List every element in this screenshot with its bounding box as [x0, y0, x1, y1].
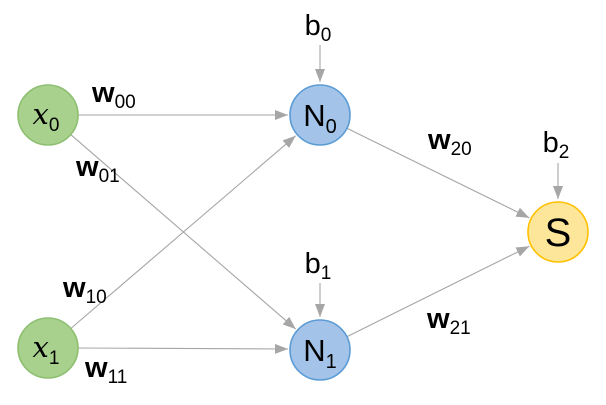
bias-label-b0: b0: [305, 10, 332, 46]
node-s: [527, 201, 589, 263]
label-n0-sub: 0: [326, 116, 337, 138]
bias-label-b1: b1: [305, 248, 332, 284]
weight-label-w01: w01: [75, 151, 120, 187]
weight-label-w01-sub: 01: [99, 166, 120, 187]
weight-label-w21: w21: [426, 303, 471, 339]
label-n1-sub: 1: [326, 351, 337, 373]
weight-label-w00-base: w: [91, 77, 115, 109]
node-x1: [17, 317, 79, 379]
label-x0: x0: [33, 97, 60, 136]
label-n0-base: N: [303, 98, 325, 133]
edge-n0-s: [346, 127, 530, 219]
weight-label-w00-sub: 00: [115, 92, 136, 113]
label-n0: N0: [303, 98, 337, 138]
weight-label-w10: w10: [62, 272, 107, 308]
label-x0-sub: 0: [49, 115, 60, 136]
node-n0: [289, 84, 351, 146]
bias-label-b1-base: b: [305, 248, 321, 280]
node-n1: [289, 319, 351, 381]
label-x1-sub: 1: [49, 348, 60, 369]
bias-label-b0-base: b: [305, 10, 321, 42]
weight-label-w20-sub: 20: [451, 139, 472, 160]
bias-label-b2-sub: 2: [559, 142, 570, 163]
edge-x1-n1: [77, 343, 289, 354]
weight-label-w00: w00: [91, 77, 136, 113]
weight-label-w20: w20: [427, 124, 472, 160]
weight-label-w10-base: w: [62, 272, 86, 304]
label-s-base: S: [545, 211, 572, 255]
weight-label-w21-base: w: [426, 303, 450, 335]
weight-label-w11-base: w: [84, 352, 108, 384]
label-x0-base: x: [33, 97, 49, 131]
edge-x1-n0: [70, 135, 297, 329]
label-x1: x1: [33, 330, 60, 369]
weight-label-w11-sub: 11: [108, 367, 128, 388]
bias-label-b0-sub: 0: [321, 25, 332, 46]
weight-label-w11: w11: [84, 352, 127, 388]
weight-label-w01-base: w: [75, 151, 99, 183]
label-x1-base: x: [33, 330, 49, 364]
weight-label-w10-sub: 10: [86, 287, 107, 308]
label-n1: N1: [303, 333, 337, 373]
weight-label-w20-base: w: [427, 124, 451, 156]
bias-label-b2: b2: [543, 127, 570, 163]
bias-label-b2-base: b: [543, 127, 559, 159]
label-s: S: [545, 211, 572, 255]
edge-n1-s: [346, 245, 530, 338]
weight-label-w21-sub: 21: [450, 318, 471, 339]
bias-label-b1-sub: 1: [321, 263, 332, 284]
label-n1-base: N: [303, 333, 325, 368]
node-x0: [17, 84, 79, 146]
